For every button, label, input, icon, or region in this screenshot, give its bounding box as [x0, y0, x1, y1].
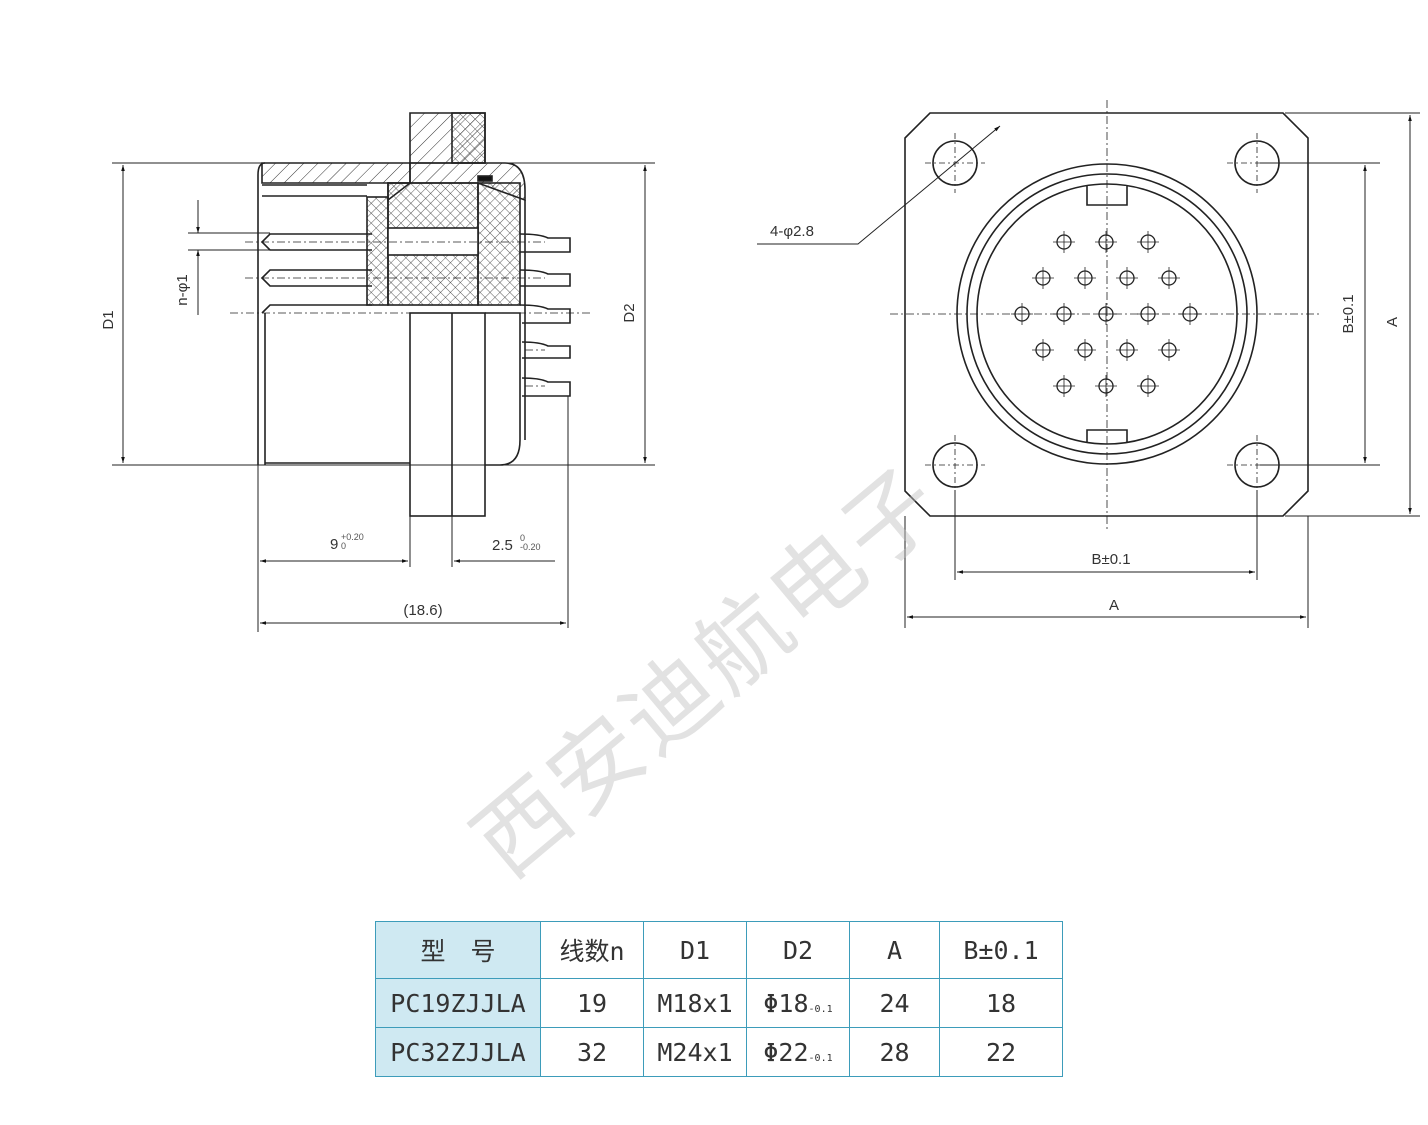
- pin-hole: [1032, 267, 1054, 289]
- d2-tolerance: -0.1: [808, 1052, 833, 1064]
- header-a: A: [849, 921, 940, 979]
- b-dim-horizontal: B±0.1: [1091, 551, 1130, 568]
- pin-hole: [1137, 231, 1159, 253]
- pin-hole: [1053, 375, 1075, 397]
- pin-hole: [1116, 339, 1138, 361]
- pin-hole: [1053, 231, 1075, 253]
- pin-hole: [1158, 267, 1180, 289]
- table-header-row: 型 号 线数n D1 D2 A B±0.1: [375, 921, 1063, 979]
- cell-d2: Φ18-0.1: [746, 978, 850, 1028]
- pin-hole: [1116, 267, 1138, 289]
- cell-n: 19: [540, 978, 644, 1028]
- dim-2-5-upper: 0: [520, 533, 525, 543]
- header-model: 型 号: [375, 921, 541, 979]
- b-dim-vertical: B±0.1: [1340, 294, 1357, 333]
- cell-a: 28: [849, 1027, 940, 1077]
- pin-diameter-label: n-φ1: [174, 274, 191, 305]
- cell-model: PC19ZJJLA: [375, 978, 541, 1028]
- dim-2-5-lower: -0.20: [520, 542, 541, 552]
- overall-length-label: (18.6): [403, 602, 442, 619]
- cell-b: 18: [939, 978, 1063, 1028]
- pin-hole: [1095, 375, 1117, 397]
- dim-9-lower: 0: [341, 541, 346, 551]
- cell-d1: M18x1: [643, 978, 747, 1028]
- cell-a: 24: [849, 978, 940, 1028]
- dim-9-upper: +0.20: [341, 532, 364, 542]
- pin-hole: [1137, 375, 1159, 397]
- header-d1: D1: [643, 921, 747, 979]
- front-view: [757, 100, 1420, 628]
- d2-tolerance: -0.1: [808, 1003, 833, 1015]
- table-row: PC19ZJJLA 19 M18x1 Φ18-0.1 24 18: [375, 978, 1063, 1028]
- pin-hole: [1074, 339, 1096, 361]
- table-row: PC32ZJJLA 32 M24x1 Φ22-0.1 28 22: [375, 1027, 1063, 1077]
- cell-d2: Φ22-0.1: [746, 1027, 850, 1077]
- a-dim-horizontal: A: [1109, 597, 1119, 614]
- header-b: B±0.1: [939, 921, 1063, 979]
- side-view: [112, 112, 655, 632]
- spec-table: 型 号 线数n D1 D2 A B±0.1 PC19ZJJLA 19 M18x1…: [375, 921, 1063, 1077]
- hole-callout: 4-φ2.8: [770, 223, 814, 240]
- d2-label: D2: [621, 303, 638, 322]
- pin-hole: [1095, 231, 1117, 253]
- d2-value: Φ18: [763, 988, 809, 1018]
- dim-9-value: 9: [330, 536, 338, 553]
- cell-model: PC32ZJJLA: [375, 1027, 541, 1077]
- pin-hole: [1032, 339, 1054, 361]
- cell-b: 22: [939, 1027, 1063, 1077]
- dim-2-5-value: 2.5: [492, 537, 513, 554]
- cell-d1: M24x1: [643, 1027, 747, 1077]
- a-dim-vertical: A: [1384, 317, 1401, 327]
- d2-value: Φ22: [763, 1037, 809, 1067]
- d1-label: D1: [100, 310, 117, 329]
- cell-n: 32: [540, 1027, 644, 1077]
- header-wire-count: 线数n: [540, 921, 644, 979]
- mounting-hole: [925, 435, 985, 495]
- pin-hole: [1158, 339, 1180, 361]
- pin-hole: [1074, 267, 1096, 289]
- header-d2: D2: [746, 921, 850, 979]
